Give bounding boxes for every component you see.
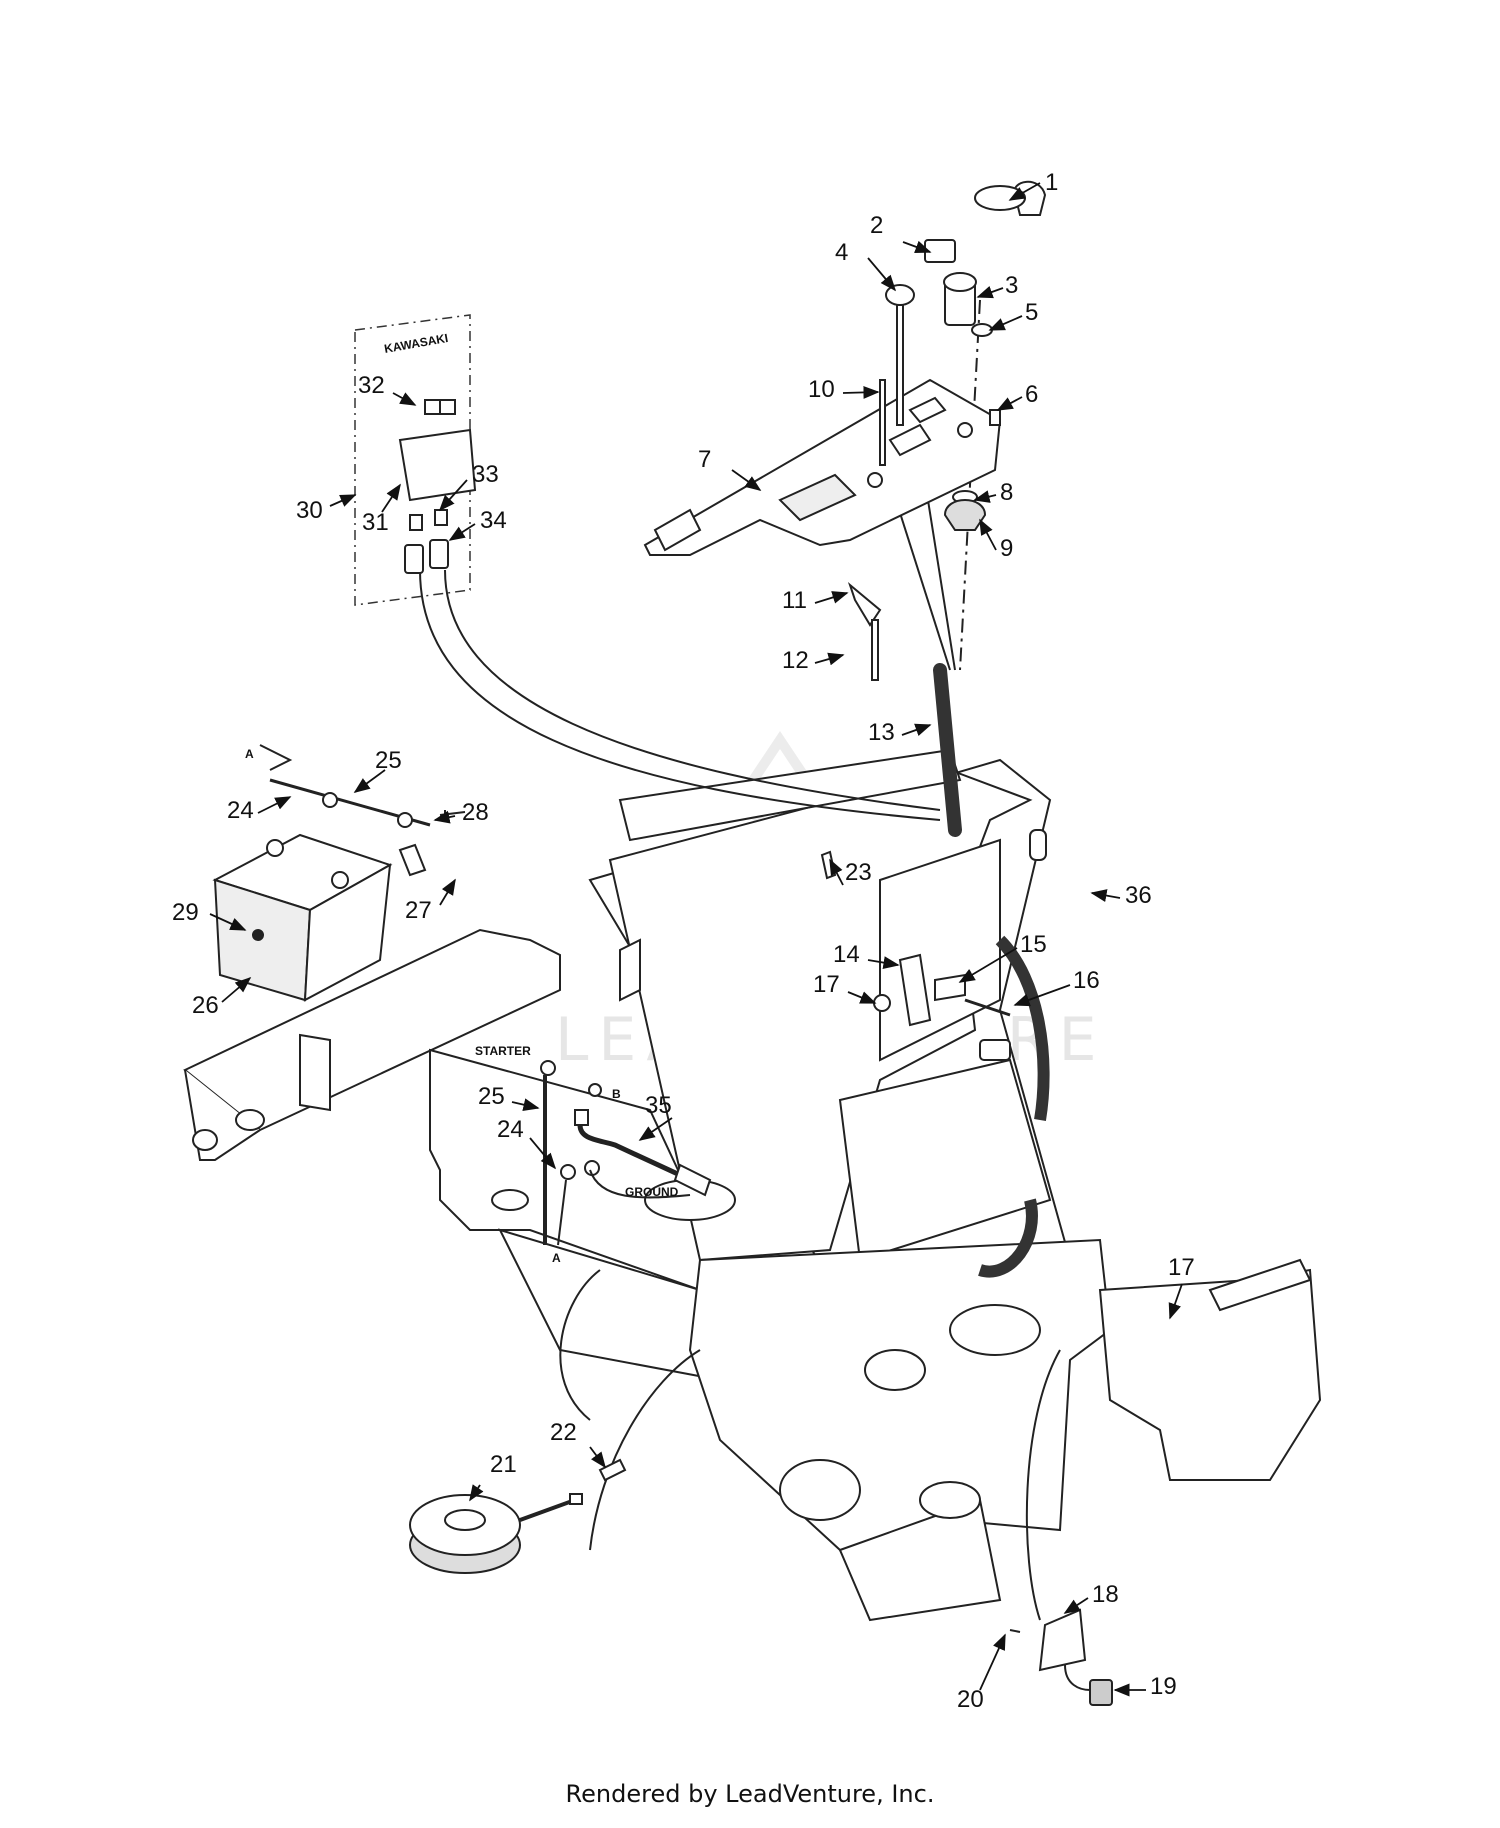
callout-36: 36 [1125,882,1152,909]
callout-11: 11 [782,587,807,614]
callout-leader-25 [511,1098,540,1112]
callout-leader-31 [381,483,401,513]
callout-6: 6 [1025,381,1038,408]
callout-13: 13 [868,719,895,746]
wiring [419,299,1061,1621]
callout-leader-4 [867,257,897,292]
a-label-top: A [245,747,254,761]
callout-28: 28 [462,799,489,826]
callout-leader-7 [731,469,762,491]
callout-10: 10 [808,376,835,403]
callout-leader-5 [988,315,1023,331]
callout-5: 5 [1025,299,1038,326]
callout-21: 21 [490,1451,517,1478]
callout-leader-1 [1008,182,1041,201]
starter-label: STARTER [475,1044,531,1058]
callout-18: 18 [1092,1581,1119,1608]
callout-33: 33 [472,461,499,488]
callout-7: 7 [698,446,711,473]
callout-27: 27 [405,897,432,924]
credit-text: Rendered by LeadVenture, Inc. [565,1780,935,1808]
callout-3: 3 [1005,272,1018,299]
fuse-block-group: KAWASAKI [354,314,477,606]
dash-panel [643,378,1002,556]
callout-leader-35 [638,1117,673,1141]
callout-leader-13 [901,723,932,737]
callout-34: 34 [480,507,507,534]
callout-leader-29 [209,913,247,931]
callout-leader-11 [814,591,849,604]
callout-14: 14 [833,941,860,968]
callout-leader-9 [979,518,997,551]
callout-12: 12 [782,647,809,674]
pto-clutch [409,1458,627,1574]
callout-leader-10 [842,385,880,399]
callout-17: 17 [1168,1254,1195,1281]
callout-1: 1 [1045,169,1058,196]
callout-leader-22 [589,1446,606,1469]
callout-leader-14 [867,956,900,969]
callout-leader-26 [221,976,252,1003]
callout-32: 32 [358,372,385,399]
callout-leader-15 [958,947,1018,983]
callout-leader-16 [1013,984,1071,1007]
callout-leader-24 [529,1137,557,1170]
callout-leader-30 [329,494,357,507]
callout-30: 30 [296,497,323,524]
tag-labels: STARTER B GROUND A A [245,747,679,1265]
callout-leader-6 [996,396,1023,411]
callout-17: 17 [813,971,840,998]
callout-leader-36 [1090,889,1121,902]
dash-components [847,180,1047,681]
callout-leader-2 [902,240,932,254]
kawasaki-label: KAWASAKI [383,331,449,356]
callout-20: 20 [957,1686,984,1713]
callout-35: 35 [645,1092,672,1119]
callout-29: 29 [172,899,199,926]
callout-leader-32 [392,392,417,406]
ground-label: GROUND [625,1185,679,1199]
callout-leader-25 [353,769,386,793]
callout-16: 16 [1073,967,1100,994]
callout-26: 26 [192,992,219,1019]
callout-leader-17 [1168,1283,1183,1320]
callout-19: 19 [1150,1673,1177,1700]
callout-leader-34 [448,523,476,541]
callout-leader-17 [847,991,877,1004]
callout-leader-23 [829,858,844,886]
callout-leader-12 [814,652,845,666]
callout-31: 31 [362,509,389,536]
callout-23: 23 [845,859,872,886]
callout-24: 24 [497,1116,524,1143]
callout-leader-28 [433,810,456,824]
seat-switch-group [1009,1608,1113,1706]
callout-25: 25 [478,1083,505,1110]
callout-9: 9 [1000,535,1013,562]
callout-leader-24 [257,796,292,814]
callout-leaders [209,182,1183,1697]
callout-leader-18 [1063,1597,1089,1614]
callout-leader-33 [438,479,468,512]
a-label-bottom: A [552,1251,561,1265]
callout-leader-3 [976,285,1004,299]
callout-22: 22 [550,1419,577,1446]
callout-4: 4 [835,239,848,266]
callout-leader-27 [439,878,456,906]
callout-leader-8 [973,490,997,503]
callout-2: 2 [870,212,883,239]
b-label: B [612,1087,621,1101]
battery-group [212,744,466,1002]
callout-leader-20 [979,1633,1006,1691]
callout-8: 8 [1000,479,1013,506]
callout-25: 25 [375,747,402,774]
callout-leader-21 [469,1484,484,1502]
callout-15: 15 [1020,931,1047,958]
callout-24: 24 [227,797,254,824]
